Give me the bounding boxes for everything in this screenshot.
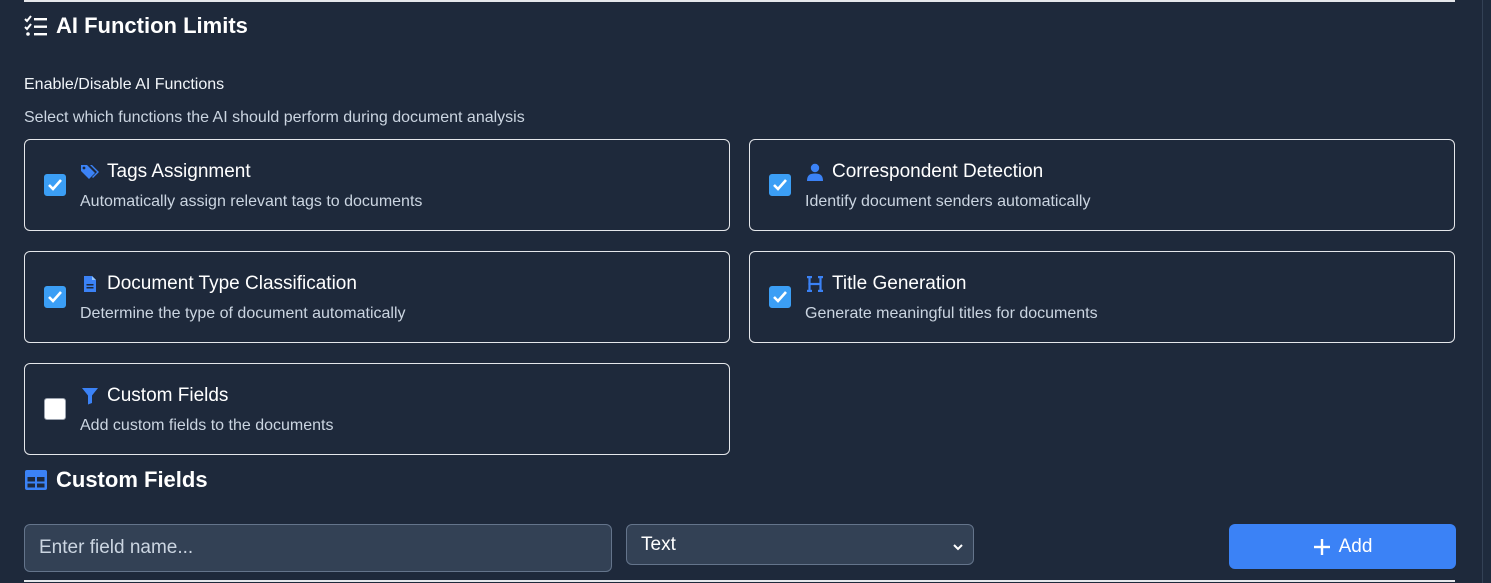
- add-field-button[interactable]: Add: [1229, 524, 1456, 569]
- tags-checkbox[interactable]: [44, 174, 66, 196]
- user-icon: [805, 162, 825, 182]
- ai-function-limits-heading: AI Function Limits: [24, 13, 248, 39]
- list-check-icon: [24, 14, 48, 38]
- top-divider: [24, 0, 1455, 2]
- card-label: Title Generation: [832, 273, 967, 294]
- document-type-checkbox[interactable]: [44, 286, 66, 308]
- bottom-divider: [24, 580, 1455, 582]
- tags-icon: [80, 162, 100, 182]
- card-heading: Correspondent Detection: [805, 161, 1043, 183]
- card-label: Document Type Classification: [107, 273, 357, 294]
- add-button-label: Add: [1338, 535, 1373, 557]
- enable-disable-label: Enable/Disable AI Functions: [24, 76, 225, 93]
- custom-fields-heading: Custom Fields: [24, 467, 208, 493]
- field-name-input[interactable]: [24, 524, 612, 572]
- function-card-tags[interactable]: Tags Assignment Automatically assign rel…: [24, 139, 730, 231]
- card-description: Generate meaningful titles for documents: [805, 305, 1098, 322]
- field-type-value: Text: [641, 533, 676, 555]
- card-heading: Custom Fields: [80, 385, 228, 407]
- function-card-document-type[interactable]: Document Type Classification Determine t…: [24, 251, 730, 343]
- file-icon: [80, 274, 100, 294]
- filter-icon: [80, 386, 100, 406]
- card-heading: Document Type Classification: [80, 273, 357, 295]
- function-card-title[interactable]: Title Generation Generate meaningful tit…: [749, 251, 1455, 343]
- custom-fields-checkbox[interactable]: [44, 398, 66, 420]
- card-heading: Tags Assignment: [80, 161, 251, 183]
- heading-icon: [805, 274, 825, 294]
- card-heading: Title Generation: [805, 273, 966, 295]
- table-icon: [24, 468, 48, 492]
- card-description: Add custom fields to the documents: [80, 417, 334, 434]
- plus-icon: [1313, 538, 1331, 556]
- function-card-correspondent[interactable]: Correspondent Detection Identify documen…: [749, 139, 1455, 231]
- chevron-down-icon: [951, 538, 965, 552]
- card-label: Custom Fields: [107, 385, 229, 406]
- section-title-custom-fields: Custom Fields: [56, 467, 208, 492]
- scrollbar-track[interactable]: [1482, 0, 1491, 583]
- section-title-ai-limits: AI Function Limits: [56, 13, 248, 38]
- card-description: Identify document senders automatically: [805, 193, 1091, 210]
- field-type-select[interactable]: Text: [626, 524, 974, 565]
- enable-disable-help: Select which functions the AI should per…: [24, 109, 525, 126]
- card-description: Automatically assign relevant tags to do…: [80, 193, 423, 210]
- title-checkbox[interactable]: [769, 286, 791, 308]
- correspondent-checkbox[interactable]: [769, 174, 791, 196]
- card-label: Tags Assignment: [107, 161, 251, 182]
- card-label: Correspondent Detection: [832, 161, 1044, 182]
- card-description: Determine the type of document automatic…: [80, 305, 406, 322]
- function-card-custom-fields[interactable]: Custom Fields Add custom fields to the d…: [24, 363, 730, 455]
